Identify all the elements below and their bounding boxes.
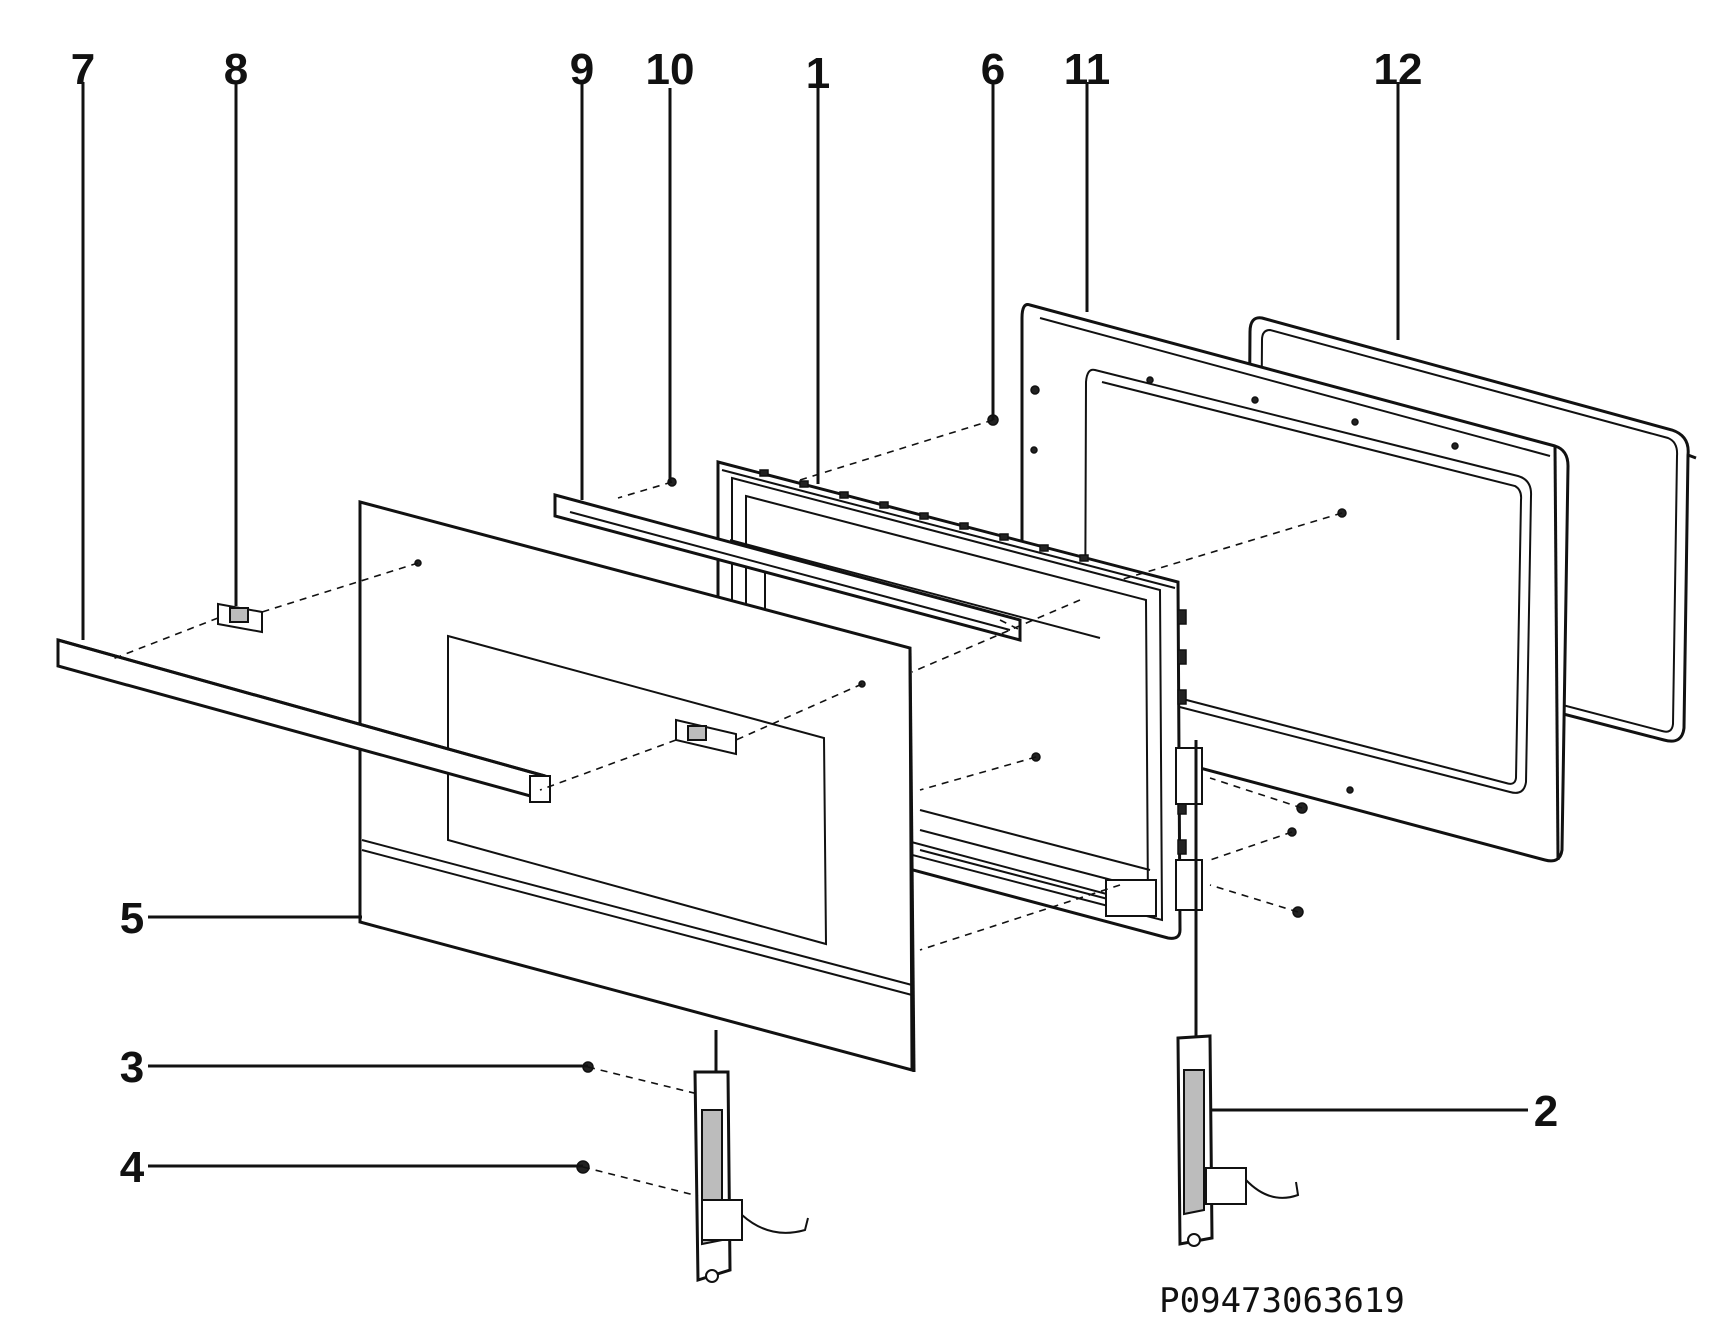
part-5-front-glass	[358, 500, 916, 1073]
leader-lines	[81, 82, 1528, 1168]
part-8-handle-support-left	[217, 602, 263, 634]
screws	[414, 414, 1347, 1174]
callout-12: 12	[1374, 45, 1423, 94]
callout-6: 6	[981, 45, 1005, 94]
part-7-handle	[56, 638, 551, 803]
callout-3: 3	[120, 1043, 144, 1092]
part-9-top-strip	[553, 493, 1022, 642]
callout-5: 5	[120, 894, 144, 943]
assembly-lines	[109, 419, 1343, 1197]
callout-7: 7	[71, 45, 95, 94]
callout-2: 2	[1534, 1087, 1558, 1136]
callout-labels: 7 8 9 10 1 6 11 12 5 3 4 2	[71, 45, 1558, 1192]
callout-11: 11	[1064, 45, 1111, 94]
part-code: P09473063619	[1159, 1281, 1405, 1321]
hinge-right	[1176, 740, 1300, 1247]
callout-10: 10	[646, 45, 695, 94]
callout-4: 4	[120, 1143, 145, 1192]
callout-9: 9	[570, 45, 594, 94]
callout-8: 8	[224, 45, 248, 94]
callout-1: 1	[806, 49, 830, 98]
part-8-handle-support-right	[675, 718, 737, 756]
hinge-left	[693, 1030, 809, 1283]
